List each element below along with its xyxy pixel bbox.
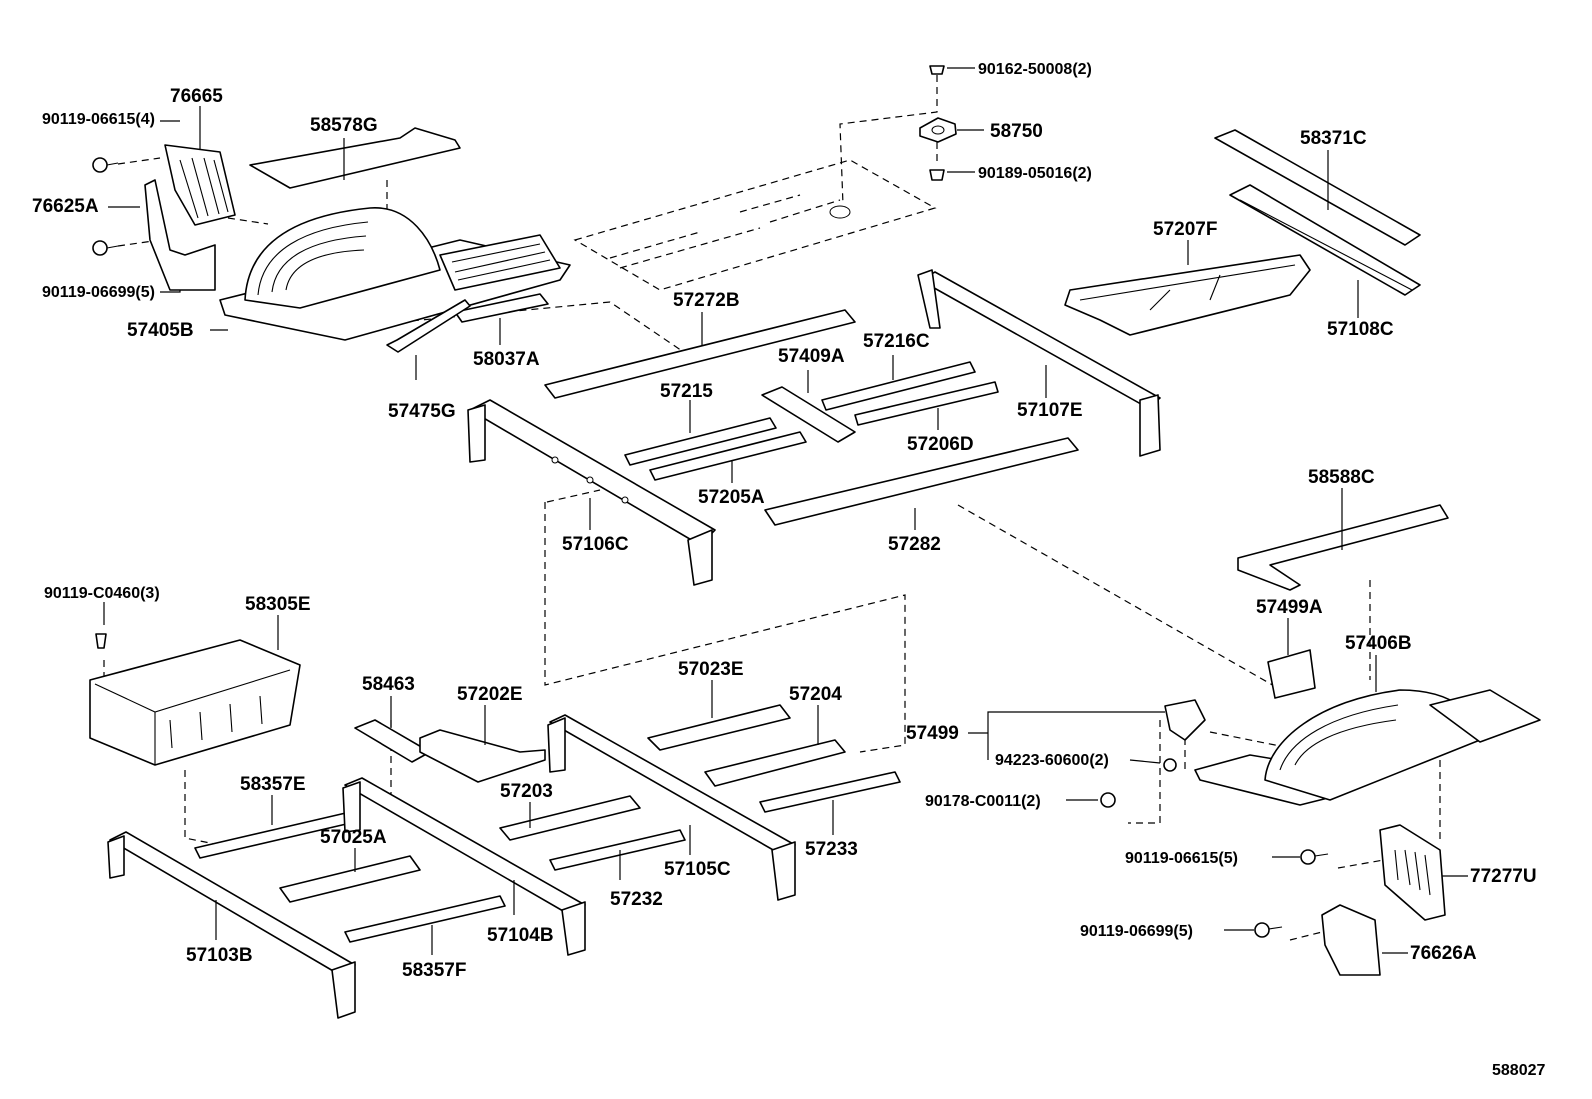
label-57025A[interactable]: 57025A <box>320 827 387 848</box>
label-58750[interactable]: 58750 <box>990 121 1043 142</box>
label-57108C[interactable]: 57108C <box>1327 319 1394 340</box>
panel-58588C <box>1237 504 1449 591</box>
bracket-57215 <box>624 417 777 466</box>
label-57104B[interactable]: 57104B <box>487 925 554 946</box>
crossmember-57105C <box>547 714 796 901</box>
bolts-right <box>1254 849 1329 938</box>
label-57106C[interactable]: 57106C <box>562 534 629 555</box>
label-76665[interactable]: 76665 <box>170 86 223 107</box>
crossmember-57232 <box>549 829 686 871</box>
crossmember-58357F <box>344 895 506 943</box>
label-57475G[interactable]: 57475G <box>388 401 456 422</box>
label-57103B[interactable]: 57103B <box>186 945 253 966</box>
crossmember-58371C <box>1214 129 1421 246</box>
crossmember-57207F <box>1064 254 1311 336</box>
label-77277U[interactable]: 77277U <box>1470 866 1537 887</box>
label-57215[interactable]: 57215 <box>660 381 713 402</box>
fasteners-58750 <box>919 65 957 181</box>
label-57232[interactable]: 57232 <box>610 889 663 910</box>
label-58357E[interactable]: 58357E <box>240 774 306 795</box>
label-57405B[interactable]: 57405B <box>127 320 194 341</box>
leader-lines <box>103 67 1468 955</box>
label-58357F[interactable]: 58357F <box>402 960 466 981</box>
label-58037A[interactable]: 58037A <box>473 349 540 370</box>
label-90119-C0460-3[interactable]: 90119-C0460(3) <box>44 585 160 602</box>
crossmember-57023E <box>647 704 791 751</box>
crossmember-57203 <box>499 795 641 841</box>
crossmember-57104B <box>342 777 586 956</box>
part-labels: 90119-06615(4) 76665 76625A 90119-06699(… <box>32 61 1545 1079</box>
label-57023E[interactable]: 57023E <box>678 659 744 680</box>
label-57105C[interactable]: 57105C <box>664 859 731 880</box>
crossmember-57107E <box>917 269 1161 457</box>
bracket-57202E <box>419 729 546 783</box>
crossmember-57103B <box>107 831 356 1019</box>
label-57499A[interactable]: 57499A <box>1256 597 1323 618</box>
crossmember-57204 <box>704 739 846 787</box>
diagram-id: 588027 <box>1492 1062 1545 1079</box>
label-57409A[interactable]: 57409A <box>778 346 845 367</box>
label-94223-60600-2[interactable]: 94223-60600(2) <box>995 752 1109 769</box>
bracket-57499 <box>1100 699 1206 808</box>
panel-58578G <box>249 127 461 189</box>
label-57207F[interactable]: 57207F <box>1153 219 1217 240</box>
label-58588C[interactable]: 58588C <box>1308 467 1375 488</box>
label-76626A[interactable]: 76626A <box>1410 943 1477 964</box>
label-90119-06615-4[interactable]: 90119-06615(4) <box>42 111 155 128</box>
label-57202E[interactable]: 57202E <box>457 684 523 705</box>
floor-center-outline <box>573 159 937 291</box>
splash-76665 <box>164 144 236 226</box>
label-57272B[interactable]: 57272B <box>673 290 740 311</box>
label-90119-06699-5-left[interactable]: 90119-06699(5) <box>42 284 155 301</box>
floor-pan-right <box>1194 689 1541 806</box>
bolts-left-top <box>92 157 119 256</box>
crossmember-57106C <box>467 399 716 586</box>
label-57203[interactable]: 57203 <box>500 781 553 802</box>
label-57204[interactable]: 57204 <box>789 684 842 705</box>
label-76625A[interactable]: 76625A <box>32 196 99 217</box>
box-58305E <box>89 633 301 766</box>
bracket-76625A <box>144 179 216 291</box>
bracket-57205A <box>649 431 807 481</box>
label-58305E[interactable]: 58305E <box>245 594 311 615</box>
brace-58037A <box>454 293 549 323</box>
label-90119-06699-5-right[interactable]: 90119-06699(5) <box>1080 923 1193 940</box>
crossmember-57025A <box>279 855 421 903</box>
brace-57475G <box>386 299 471 353</box>
rail-57282 <box>764 437 1079 526</box>
label-57233[interactable]: 57233 <box>805 839 858 860</box>
bracket-57499A <box>1267 649 1316 699</box>
label-90189-05016-2[interactable]: 90189-05016(2) <box>978 165 1092 182</box>
label-57206D[interactable]: 57206D <box>907 434 974 455</box>
label-57406B[interactable]: 57406B <box>1345 633 1412 654</box>
label-57282[interactable]: 57282 <box>888 534 941 555</box>
label-90162-50008-2[interactable]: 90162-50008(2) <box>978 61 1092 78</box>
label-57499[interactable]: 57499 <box>906 723 959 744</box>
crossmember-57108C <box>1229 184 1421 296</box>
rail-57272B <box>544 309 856 399</box>
crossmember-57233 <box>759 771 901 813</box>
bracket-57216C <box>821 361 976 411</box>
label-58463[interactable]: 58463 <box>362 674 415 695</box>
label-58371C[interactable]: 58371C <box>1300 128 1367 149</box>
bracket-57409A <box>761 386 856 443</box>
label-57205A[interactable]: 57205A <box>698 487 765 508</box>
mudflap-76626A <box>1321 904 1381 976</box>
floor-pan-left <box>219 207 571 341</box>
label-57216C[interactable]: 57216C <box>863 331 930 352</box>
bracket-57206D <box>854 381 999 426</box>
mudguard-77277U <box>1379 824 1446 921</box>
plate-58463 <box>354 719 431 763</box>
label-90178-C0011-2[interactable]: 90178-C0011(2) <box>925 793 1041 810</box>
label-90119-06615-5[interactable]: 90119-06615(5) <box>1125 850 1238 867</box>
label-57107E[interactable]: 57107E <box>1017 400 1083 421</box>
label-58578G[interactable]: 58578G <box>310 115 378 136</box>
